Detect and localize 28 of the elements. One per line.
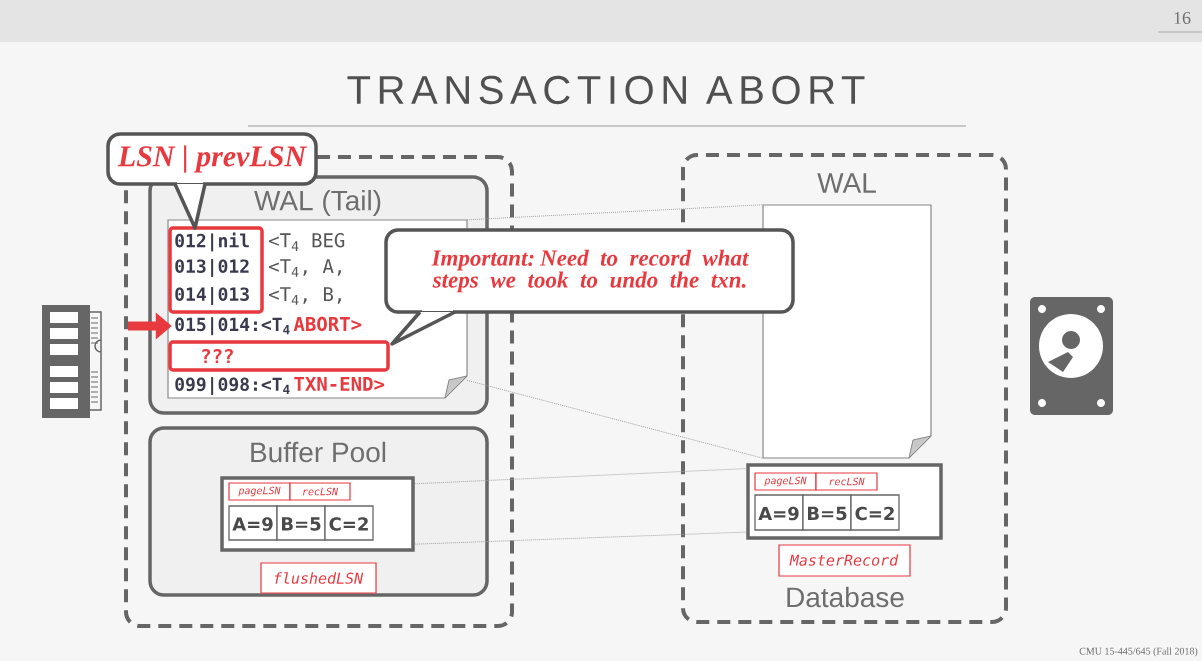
projection-line <box>414 531 747 545</box>
projection-line <box>414 468 747 485</box>
lsn-column-box: 012|nil 013|012 014|013 <box>168 226 264 314</box>
value-cell: C=2 <box>324 505 374 541</box>
callout-bubble: Important: Need to record what steps we took to undo the txn. <box>384 228 795 346</box>
projection-line <box>466 204 764 221</box>
value-cell: B=5 <box>276 505 326 541</box>
log-text: <T$_{4}$, B, <box>269 287 341 305</box>
log-record: 099|098:<T$_{4}$ TXN-END> <box>175 376 385 396</box>
node-label: WAL <box>817 173 876 193</box>
value-cell: A=9 <box>228 505 278 541</box>
projection-line <box>466 379 764 459</box>
value-cell: A=9 <box>754 494 804 531</box>
log-text: <T$_{4}$ BEG <box>269 233 345 251</box>
log-record: 015|014:<T$_{4}$ ABORT> <box>175 316 362 336</box>
placeholder-box: ??? <box>168 340 390 372</box>
slide-title: TRANSACTION ABORT <box>347 75 865 105</box>
master-record-box: MasterRecord <box>778 544 911 577</box>
footer-text: CMU 15-445/645 (Fall 2018) <box>1079 647 1198 657</box>
page-number: 16 <box>1174 11 1191 25</box>
lsn-field-box: flushedLSN <box>260 562 377 594</box>
lsn-field-cell: pageLSN <box>228 482 291 501</box>
value-cell: B=5 <box>802 494 852 531</box>
value-cell: C=2 <box>850 494 900 531</box>
lsn-field-cell: pageLSN <box>754 472 817 491</box>
log-text: <T$_{4}$, A, <box>269 259 341 277</box>
lsn-field-cell: recLSN <box>815 472 878 491</box>
lsn-field-cell: recLSN <box>289 482 351 501</box>
